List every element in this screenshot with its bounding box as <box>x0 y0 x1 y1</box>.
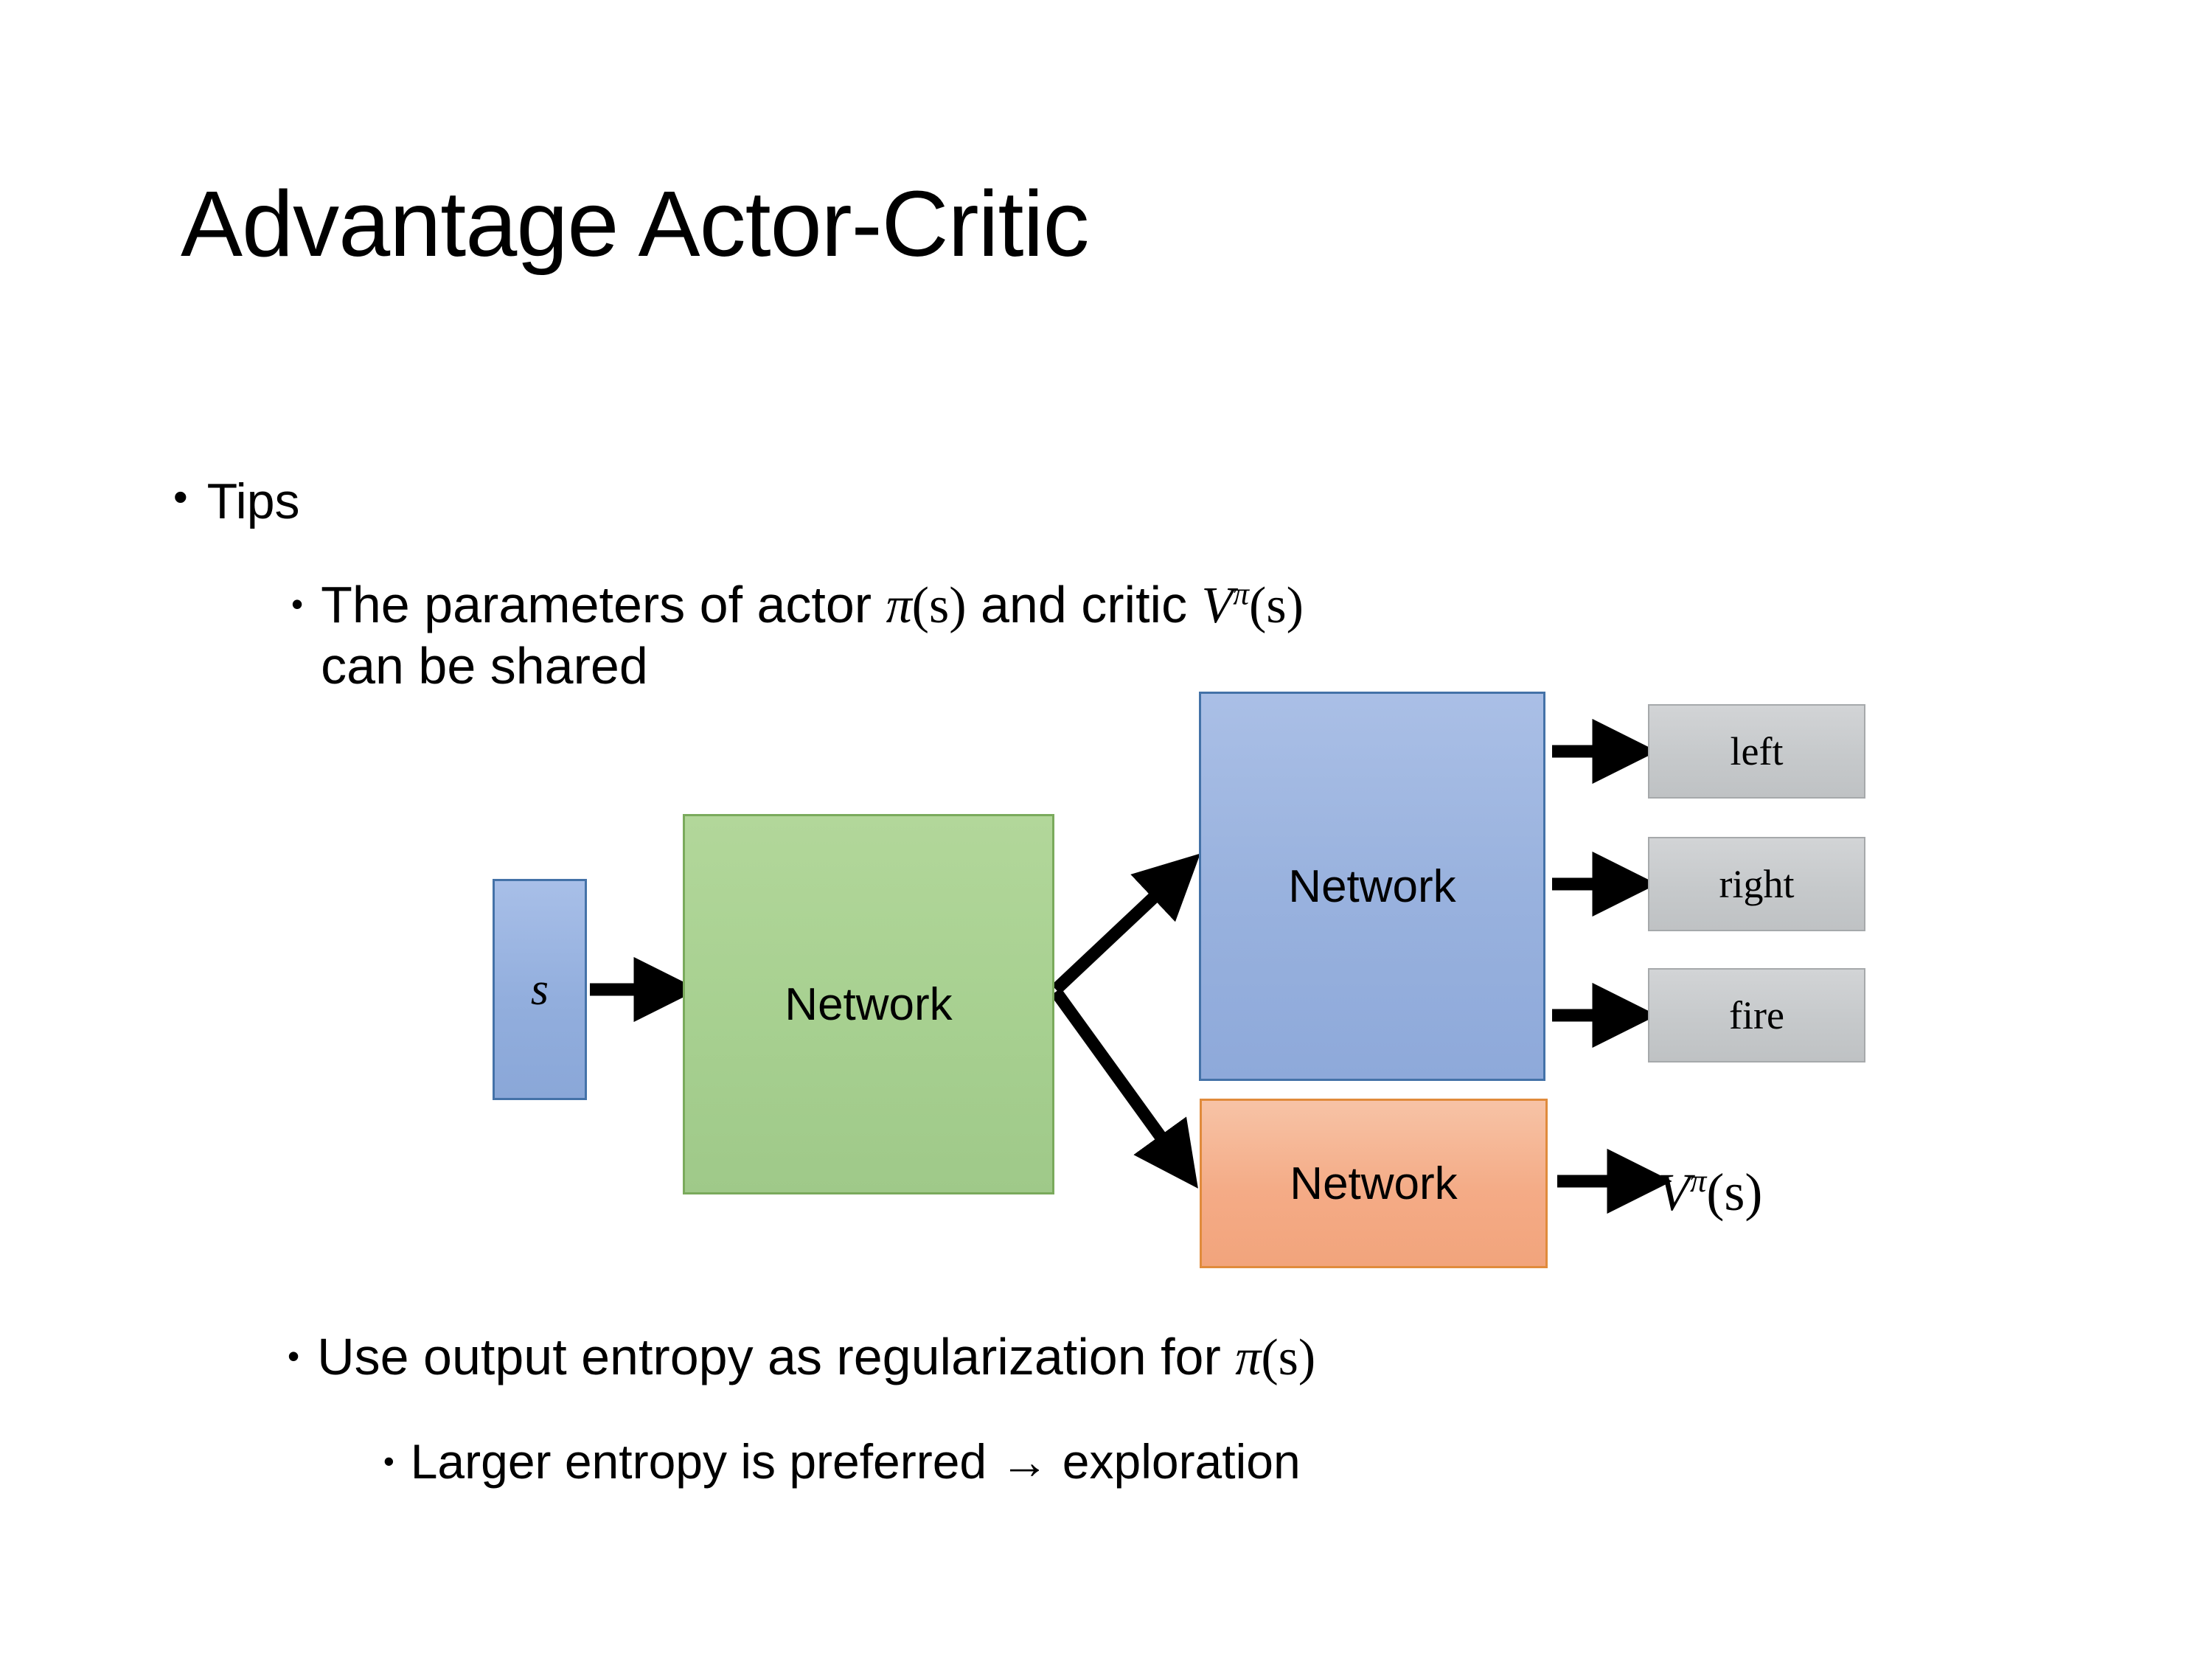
params-line2: can be shared <box>321 636 648 695</box>
action-label-fire: fire <box>1729 993 1784 1037</box>
bullet-tips-label: Tips <box>206 473 300 529</box>
bullet-larger-entropy: • Larger entropy is preferred → explorat… <box>383 1434 1301 1490</box>
bullet-entropy-regularization: • Use output entropy as regularization f… <box>288 1327 1315 1388</box>
shared-network-label: Network <box>785 978 953 1030</box>
bullet-marker-icon: • <box>383 1444 394 1478</box>
shared-network-box: Network <box>683 814 1054 1194</box>
critic-network-box: Network <box>1200 1099 1548 1268</box>
action-box-right: right <box>1648 837 1865 931</box>
state-input-box: s <box>493 879 587 1100</box>
action-label-left: left <box>1730 729 1784 773</box>
actor-network-label: Network <box>1288 860 1456 912</box>
actor-network-box: Network <box>1199 692 1545 1081</box>
action-box-fire: fire <box>1648 968 1865 1062</box>
params-text-before: The parameters of actor <box>321 576 886 633</box>
action-label-right: right <box>1719 862 1795 906</box>
params-text-between: and critic <box>966 576 1202 633</box>
bullet-larger-entropy-text: Larger entropy is preferred → exploratio… <box>410 1434 1301 1489</box>
bullet-marker-icon: • <box>288 1337 300 1375</box>
bullet-entropy-text: Use output entropy as regularization for… <box>317 1327 1315 1388</box>
bullet-marker-icon: • <box>291 585 304 623</box>
bullet-tips: • Tips <box>173 472 300 531</box>
policy-symbol-pi: π(s) <box>1235 1329 1316 1386</box>
arrow-shared-to-critic <box>1051 988 1198 1189</box>
page-title: Advantage Actor-Critic <box>181 172 1090 276</box>
action-box-left: left <box>1648 704 1865 799</box>
bullet-marker-icon: • <box>173 473 188 520</box>
policy-symbol-pi: π(s) <box>886 577 967 634</box>
critic-output-value-label: Vπ(s) <box>1658 1162 1763 1222</box>
critic-network-label: Network <box>1290 1158 1458 1209</box>
state-input-label: s <box>530 964 549 1015</box>
value-symbol-v-pi: Vπ(s) <box>1201 576 1304 634</box>
entropy-text: Use output entropy as regularization for <box>317 1328 1236 1385</box>
arrow-shared-to-actor <box>1051 853 1200 995</box>
bullet-shared-parameters-text: The parameters of actor π(s) and critic … <box>321 575 1304 695</box>
bullet-shared-parameters: • The parameters of actor π(s) and criti… <box>291 575 1304 695</box>
